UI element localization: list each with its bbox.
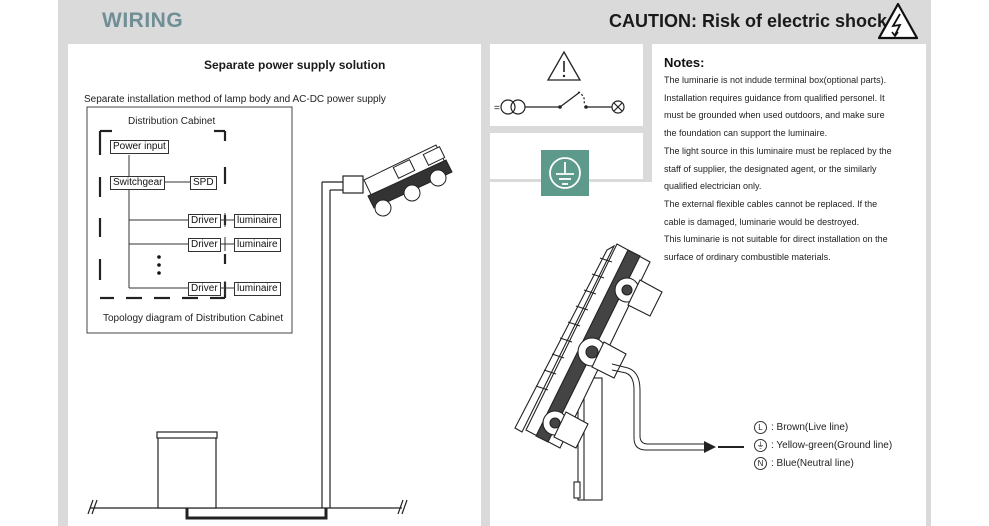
note-line: staff of supplier, the designated agent,… — [664, 163, 877, 174]
notes-panel — [652, 44, 926, 188]
legend-neutral-line: N : Blue(Neutral line) — [754, 457, 854, 470]
legend-text: : Yellow-green(Ground line) — [771, 440, 893, 451]
installation-subheading: Separate installation method of lamp bod… — [84, 94, 386, 105]
topology-caption: Topology diagram of Distribution Cabinet — [103, 313, 284, 324]
driver-box: Driver — [188, 238, 221, 252]
legend-live-line: L : Brown(Live line) — [754, 421, 848, 434]
note-line: the foundation can support the luminaire… — [664, 128, 828, 139]
note-line: The light source in this luminaire must … — [664, 145, 892, 156]
power-input-box: Power input — [110, 140, 169, 154]
note-line: Installation requires guidance from qual… — [664, 92, 885, 103]
note-line: The luminarie is not indude terminal box… — [664, 75, 887, 85]
ground-line-symbol: ⏚ — [754, 439, 767, 452]
notes-title: Notes: — [664, 55, 705, 70]
note-line: This luminarie is not suitable for direc… — [664, 234, 888, 245]
solution-heading: Separate power supply solution — [204, 58, 386, 72]
luminaire-box: luminaire — [234, 214, 281, 228]
note-line: The external flexible cables cannot be r… — [664, 198, 878, 209]
distribution-cabinet-label: Distribution Cabinet — [128, 116, 216, 127]
notes-body: The luminarie is not indude terminal box… — [664, 72, 914, 267]
live-line-symbol: L — [754, 421, 767, 434]
circuit-prefix: = — [494, 103, 500, 114]
note-line: cable is damaged, luminarie would be des… — [664, 216, 860, 227]
note-line: must be grounded when used outdoors, and… — [664, 110, 885, 121]
luminaire-box: luminaire — [234, 282, 281, 296]
wiring-title: WIRING — [102, 9, 184, 32]
protective-earth-icon — [541, 150, 589, 196]
electric-shock-warning-icon — [877, 2, 919, 40]
switch-circuit-diagram: = — [494, 91, 625, 115]
neutral-line-symbol: N — [754, 457, 767, 470]
caution-title: CAUTION: Risk of electric shock — [609, 11, 888, 31]
legend-ground-line: ⏚ : Yellow-green(Ground line) — [754, 439, 892, 452]
legend-text: : Brown(Live line) — [771, 422, 849, 433]
driver-box: Driver — [188, 214, 221, 228]
spd-box: SPD — [190, 176, 217, 190]
warning-triangle-icon — [546, 50, 582, 81]
driver-box: Driver — [188, 282, 221, 296]
luminaire-box: luminaire — [234, 238, 281, 252]
note-line: qualified electrician only. — [664, 181, 762, 192]
switchgear-box: Switchgear — [110, 176, 166, 190]
legend-text: : Blue(Neutral line) — [771, 458, 854, 469]
note-line: surface of ordinary combustible material… — [664, 252, 831, 263]
